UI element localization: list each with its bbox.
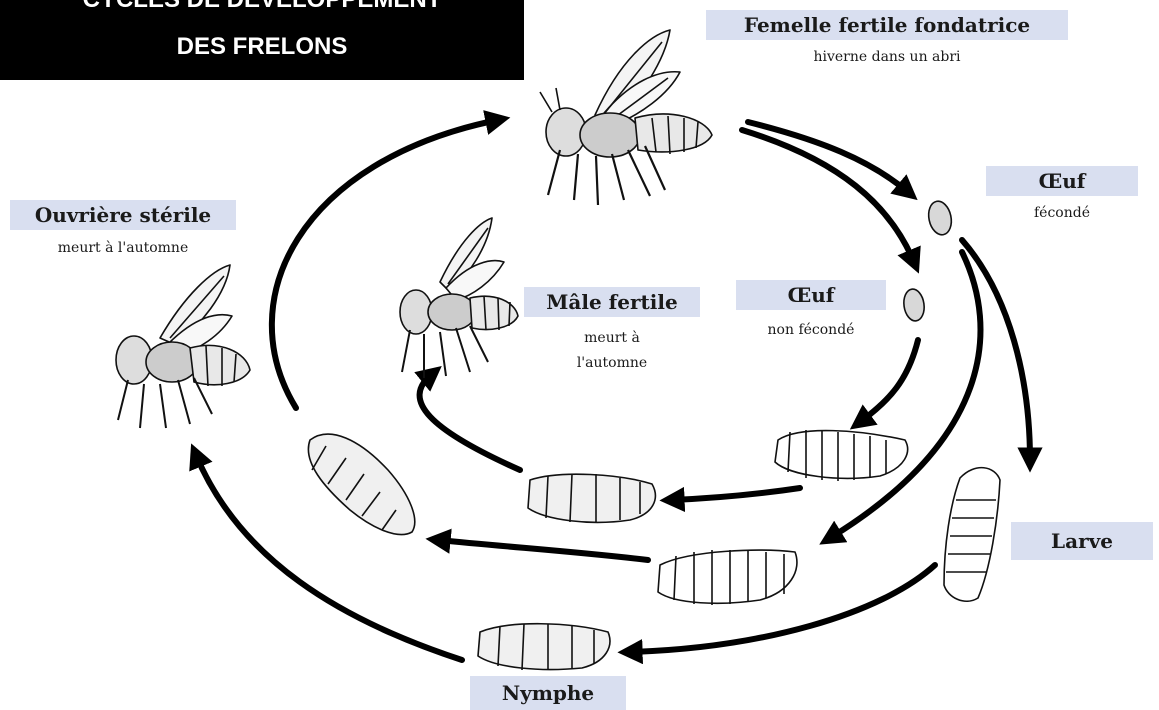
femelle-fondatrice-illustration [540, 30, 712, 205]
note-male-fertile-line-1: meurt à [524, 328, 700, 348]
label-ouvriere-sterile: Ouvrière stérile [10, 200, 236, 230]
label-larve: Larve [1011, 522, 1153, 560]
arrow-nymphe-to-male [420, 374, 520, 470]
nymphe-ouvriere-illustration [308, 434, 414, 534]
oeuf-non-feconde-illustration [902, 288, 926, 322]
title-banner: CYCLES DE DÉVELOPPEMENT DES FRELONS [0, 0, 524, 80]
larve-male-illustration [775, 430, 908, 481]
arrow-femelle-to-oeuf-non-feconde [742, 130, 914, 262]
label-oeuf-non-feconde: Œuf [736, 280, 886, 310]
note-femelle-fondatrice: hiverne dans un abri [706, 47, 1068, 67]
note-male-fertile-line-2: l'automne [524, 353, 700, 373]
label-nymphe: Nymphe [470, 676, 626, 710]
nymphe-male-illustration [528, 474, 655, 522]
note-ouvriere-sterile: meurt à l'automne [10, 238, 236, 258]
title-line-2: DES FRELONS [0, 33, 524, 61]
ouvriere-sterile-illustration [116, 265, 250, 428]
arrow-femelle-to-oeuf-feconde [748, 122, 908, 192]
arrow-larve-to-nymphe-ouvriere [438, 540, 648, 560]
note-oeuf-feconde: fécondé [986, 203, 1138, 223]
label-oeuf-feconde: Œuf [986, 166, 1138, 196]
nymphe-bottom-illustration [478, 624, 610, 670]
note-oeuf-non-feconde: non fécondé [728, 320, 894, 340]
title-line-1: CYCLES DE DÉVELOPPEMENT [0, 0, 524, 14]
male-fertile-illustration [400, 218, 518, 378]
oeuf-feconde-illustration [926, 199, 955, 237]
larve-femelle-illustration [658, 550, 797, 605]
label-male-fertile: Mâle fertile [524, 287, 700, 317]
label-femelle-fondatrice: Femelle fertile fondatrice [706, 10, 1068, 40]
arrow-larve-to-nymphe-male [672, 488, 800, 500]
arrow-oeuf-non-feconde-to-larve [860, 340, 918, 422]
larve-ouvriere-illustration [944, 468, 1000, 602]
